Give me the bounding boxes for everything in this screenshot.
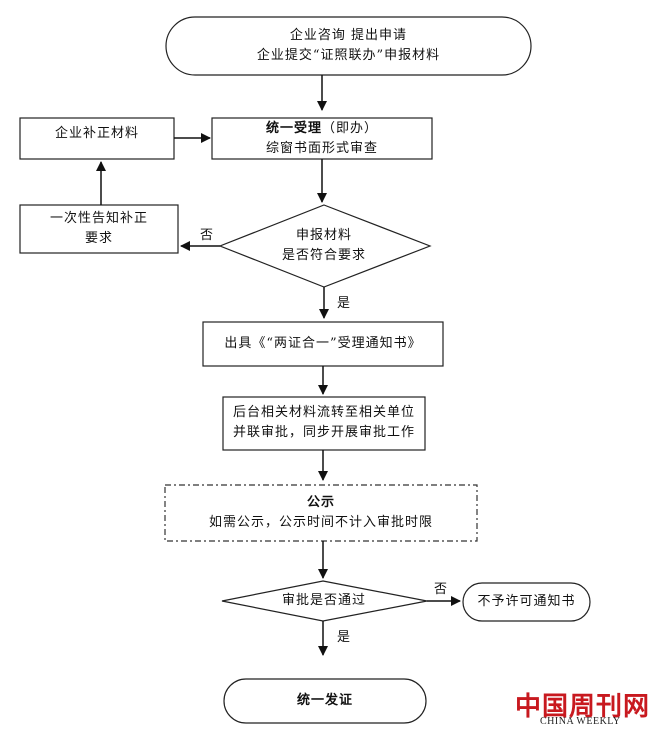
publicity-box [164,484,478,542]
label-no-1: 否 [200,228,214,243]
check-line2: 是否符合要求 [281,248,366,263]
check-text: 申报材料 是否符合要求 [234,226,414,266]
accept-title: 统一受理 [265,121,322,136]
issue-terminator [223,678,427,724]
start-line2: 企业提交“证照联办”申报材料 [256,48,441,63]
start-terminator [165,16,532,76]
notice-box [202,321,444,367]
notify-once-text: 一次性告知补正 要求 [20,209,178,249]
supplement-box [19,117,175,160]
label-no-2: 否 [434,582,448,597]
watermark-logo-en: CHINA WEEKLY [540,716,621,727]
publicity-text: 公示 如需公示，公示时间不计入审批时限 [165,493,477,533]
accept-line2: 综窗书面形式审查 [265,141,378,156]
backend-text: 后台相关材料流转至相关单位 并联审批，同步开展审批工作 [223,403,425,443]
notice-text: 出具《“两证合一”受理通知书》 [224,336,422,351]
start-text: 企业咨询 提出申请 企业提交“证照联办”申报材料 [166,26,531,66]
publicity-title: 公示 [306,495,335,510]
backend-line2: 并联审批，同步开展审批工作 [232,425,415,440]
accept-box [211,117,433,160]
publicity-line2: 如需公示，公示时间不计入审批时限 [208,515,433,530]
check-line1: 申报材料 [295,228,352,243]
accept-text: 统一受理（即办） 综窗书面形式审查 [212,119,432,159]
accept-line1: 统一受理（即办） [212,119,432,139]
supplement-text: 企业补正材料 [54,126,139,141]
label-yes-2: 是 [337,630,351,645]
start-line1: 企业咨询 提出申请 [289,28,408,43]
notify-once-box [19,204,179,254]
notify-once-line1: 一次性告知补正 [49,211,148,226]
accept-title-suffix: （即办） [322,121,379,136]
label-yes-1: 是 [337,296,351,311]
backend-box [222,396,426,451]
issue-text: 统一发证 [296,693,353,708]
backend-line1: 后台相关材料流转至相关单位 [232,405,415,420]
reject-text: 不予许可通知书 [477,594,576,609]
notify-once-line2: 要求 [84,231,113,246]
reject-terminator [462,582,591,622]
watermark-logo-cn: 中国周刊网 [515,692,651,722]
approve-text: 审批是否通过 [281,593,366,608]
